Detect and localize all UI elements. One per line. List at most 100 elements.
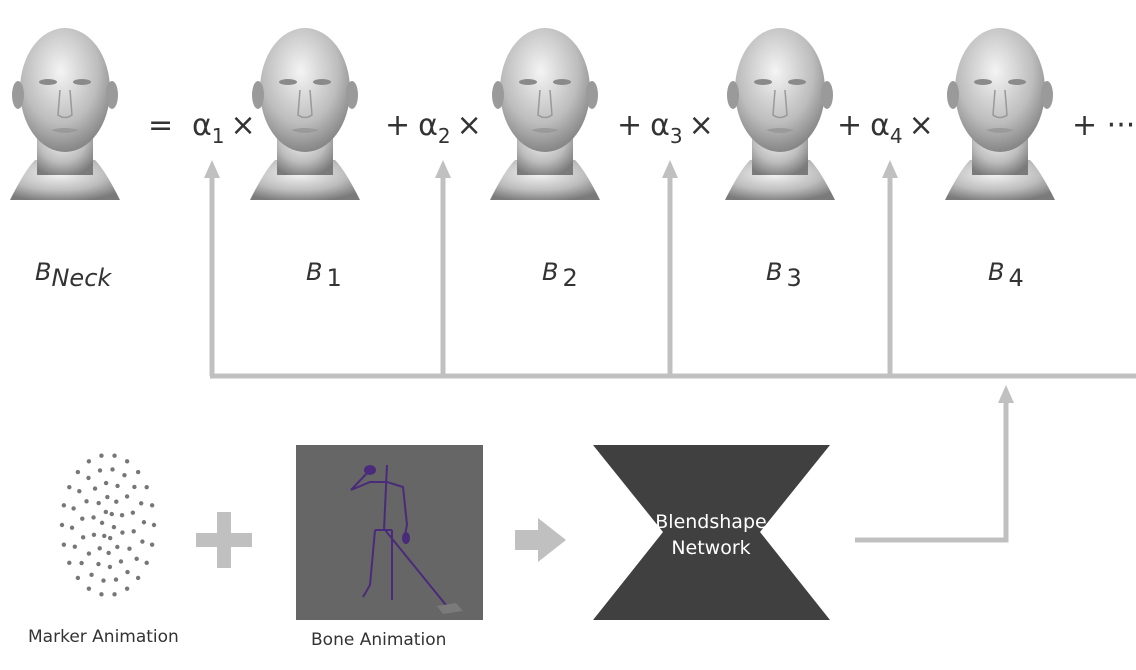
marker-dot xyxy=(79,560,84,566)
marker-dot xyxy=(106,550,111,556)
marker-dot xyxy=(111,524,117,530)
marker-animation-caption: Marker Animation xyxy=(28,627,179,647)
face-b2 xyxy=(489,27,601,201)
marker-dot xyxy=(115,544,120,550)
marker-dot xyxy=(151,522,157,528)
marker-dot xyxy=(96,561,101,567)
marker-dot xyxy=(75,469,81,475)
blendshape-network-block xyxy=(593,445,830,620)
marker-dot xyxy=(86,459,92,464)
svg-text:+α2×: +α2× xyxy=(385,108,482,148)
marker-dot xyxy=(67,484,72,490)
marker-dot xyxy=(80,535,86,540)
term-3: +α3× xyxy=(617,108,714,148)
equals-sign: = xyxy=(148,108,173,143)
term-4: +α4× xyxy=(837,108,934,148)
marker-dot xyxy=(101,578,106,583)
term-2: +α2× xyxy=(385,108,482,148)
marker-dot xyxy=(107,535,113,541)
bone-animation-image xyxy=(296,445,483,620)
marker-dot xyxy=(102,533,107,539)
marker-dot xyxy=(75,575,81,581)
weight-connectors xyxy=(209,175,1136,543)
marker-dot xyxy=(144,560,149,566)
marker-dot xyxy=(119,513,125,518)
marker-dot xyxy=(132,484,137,490)
marker-dot xyxy=(77,488,82,494)
marker-dot xyxy=(110,467,115,472)
svg-text:+α3×: +α3× xyxy=(617,108,714,148)
marker-dot xyxy=(135,469,141,475)
marker-dot xyxy=(125,569,130,575)
marker-dot xyxy=(135,575,141,581)
marker-dot xyxy=(107,564,113,570)
marker-dot xyxy=(91,515,96,520)
network-label-line1: Blendshape xyxy=(655,511,766,533)
marker-dot xyxy=(122,472,127,478)
marker-dot xyxy=(97,546,102,551)
input-arrow-icon xyxy=(515,518,566,562)
svg-text:+α4×: +α4× xyxy=(837,108,934,148)
marker-dot xyxy=(86,586,92,591)
marker-dot xyxy=(118,559,124,564)
face-b4 xyxy=(944,27,1056,201)
marker-dot xyxy=(91,532,97,537)
marker-dot xyxy=(124,459,130,464)
marker-dot xyxy=(71,506,76,511)
marker-dot xyxy=(109,511,114,517)
bone-animation-caption: Bone Animation xyxy=(311,630,446,650)
marker-dot xyxy=(124,494,130,499)
marker-dot xyxy=(138,501,144,506)
term-1: α1× xyxy=(192,108,256,148)
marker-dot xyxy=(140,539,145,544)
marker-dot xyxy=(99,453,104,458)
marker-dot xyxy=(86,475,91,481)
marker-dot xyxy=(99,592,104,597)
face-neck xyxy=(9,27,121,201)
marker-dot xyxy=(80,516,85,521)
marker-dot xyxy=(72,544,78,549)
marker-dot xyxy=(86,551,92,556)
marker-dot xyxy=(105,494,110,500)
marker-dot xyxy=(149,503,155,508)
arrowheads xyxy=(204,160,1014,403)
marker-dot xyxy=(61,503,67,508)
marker-dot xyxy=(61,542,67,547)
marker-dot xyxy=(112,592,117,597)
marker-dot xyxy=(131,529,136,534)
marker-dot xyxy=(144,484,149,490)
marker-dot xyxy=(134,556,139,562)
marker-dot xyxy=(99,520,105,526)
marker-dot xyxy=(124,586,130,591)
face-b3 xyxy=(724,27,836,201)
marker-dot xyxy=(59,522,65,528)
marker-dot xyxy=(114,499,119,504)
plus-icon xyxy=(196,512,252,568)
marker-dot xyxy=(112,453,117,458)
marker-dot xyxy=(141,520,147,525)
marker-dot xyxy=(69,525,75,530)
marker-dot xyxy=(127,546,132,551)
marker-dot xyxy=(97,468,103,473)
marker-dot xyxy=(89,572,94,578)
marker-dot xyxy=(130,510,136,515)
marker-dot xyxy=(149,542,155,547)
face-b1 xyxy=(249,27,361,201)
marker-dot xyxy=(96,500,101,506)
marker-point-cloud xyxy=(59,453,157,597)
marker-dot xyxy=(113,577,119,582)
marker-dot xyxy=(103,480,109,486)
marker-dot xyxy=(120,530,125,535)
marker-dot xyxy=(103,509,109,515)
svg-text:α1×: α1× xyxy=(192,108,256,148)
marker-dot xyxy=(115,483,120,489)
marker-dot xyxy=(92,486,98,491)
network-label-line2: Network xyxy=(671,537,750,559)
marker-dot xyxy=(67,560,72,566)
label-b-neck: BNeck xyxy=(35,258,112,292)
